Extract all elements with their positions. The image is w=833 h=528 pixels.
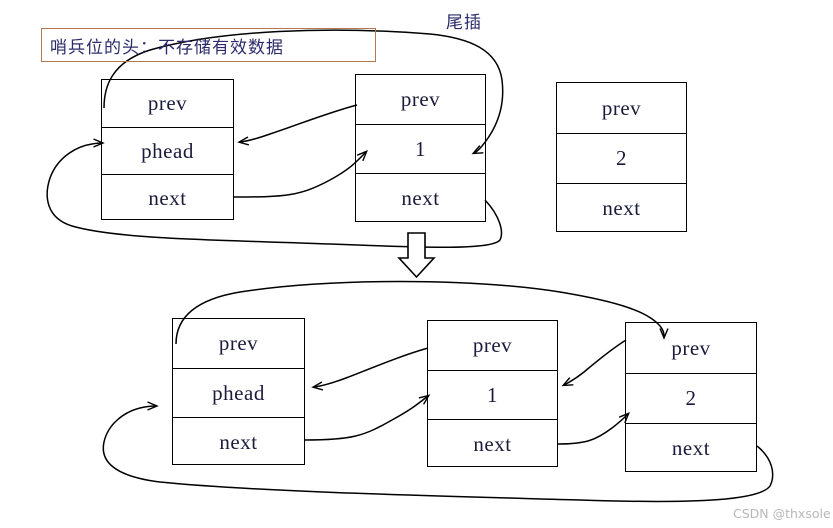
- wire2-n1-next-to-n2: [557, 414, 628, 445]
- node-after-head: prev phead next: [172, 318, 305, 465]
- node-cell-prev: prev: [472, 333, 513, 357]
- wire-head-next-to-n1: [233, 152, 366, 198]
- sentinel-note-box: 哨兵位的头：不存储有效数据: [41, 28, 376, 62]
- wire2-n1-prev-to-head: [314, 347, 429, 387]
- node-cell-value: 2: [626, 373, 756, 423]
- node-cell-value: phead: [102, 127, 233, 174]
- node-before-1: prev 1 next: [355, 74, 486, 222]
- node-cell-value: 1: [428, 370, 557, 419]
- node-cell-value: 2: [557, 133, 686, 183]
- node-cell-prev: prev: [218, 331, 259, 355]
- node-cell-next: next: [173, 417, 304, 466]
- node-cell-next: next: [626, 423, 756, 473]
- node-after-2: prev 2 next: [625, 322, 757, 472]
- node-cell-prev: prev: [671, 335, 711, 360]
- sentinel-note-text: 哨兵位的头：不存储有效数据: [50, 37, 284, 58]
- operation-label: 尾插: [446, 13, 482, 33]
- node-before-head: prev phead next: [101, 79, 234, 220]
- node-cell-prev: prev: [601, 95, 642, 120]
- node-cell-next: next: [356, 173, 485, 223]
- node-after-1: prev 1 next: [427, 320, 558, 467]
- wire2-head-next-to-n1: [304, 396, 428, 441]
- node-cell-next: next: [102, 174, 233, 221]
- node-before-2: prev 2 next: [556, 82, 687, 232]
- node-cell-prev: prev: [400, 87, 441, 111]
- node-cell-next: next: [428, 419, 557, 468]
- node-cell-next: next: [557, 183, 686, 233]
- node-cell-value: phead: [173, 368, 304, 417]
- watermark-text: CSDN @thxsole: [733, 506, 831, 521]
- wire-n1-prev-to-head: [240, 104, 358, 142]
- down-arrow-icon: [397, 232, 436, 279]
- node-cell-prev: prev: [147, 91, 188, 115]
- node-cell-value: 1: [356, 124, 485, 173]
- wire2-n2-prev-to-n1: [564, 339, 627, 385]
